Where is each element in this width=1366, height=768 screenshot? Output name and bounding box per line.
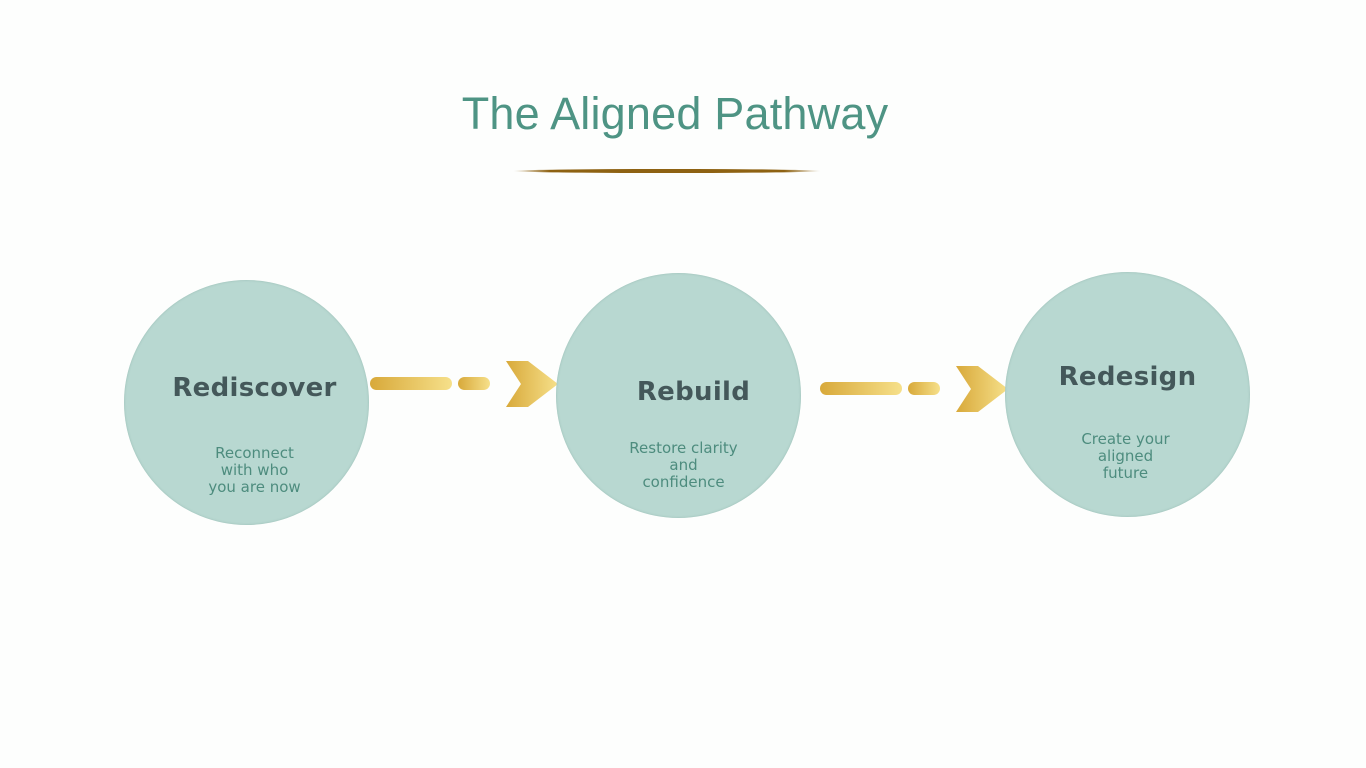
step-description: Restore clarity and confidence [629, 439, 738, 491]
arrow-dash-short [908, 382, 940, 395]
step-redesign: Redesign Create your aligned future [1005, 272, 1250, 517]
dashed-arrow-right-icon [369, 359, 559, 409]
step-title: Rebuild [636, 377, 751, 407]
arrow-dash-long [820, 382, 902, 395]
title-underline-divider [513, 169, 821, 173]
arrow-dash-short [458, 377, 490, 390]
step-rebuild: Rebuild Restore clarity and confidence [556, 273, 801, 518]
page-title: The Aligned Pathway [461, 88, 889, 139]
arrow-head [506, 361, 558, 407]
step-title: Redesign [1058, 362, 1197, 392]
dashed-arrow-right-icon [819, 364, 1009, 414]
arrow-dash-long [370, 377, 452, 390]
step-title: Rediscover [172, 373, 337, 403]
arrow-head [956, 366, 1008, 412]
step-description: Create your aligned future [1081, 430, 1170, 482]
step-description: Reconnect with who you are now [208, 444, 301, 496]
step-rediscover: Rediscover Reconnect with who you are no… [124, 280, 369, 525]
